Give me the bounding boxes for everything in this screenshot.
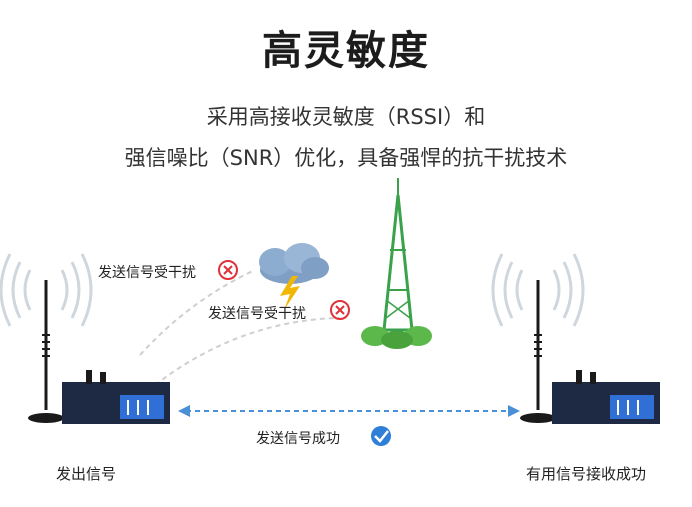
success-arrow [178, 405, 520, 417]
interference-label-1: 发送信号受干扰 [98, 265, 196, 281]
interference-label-2: 发送信号受干扰 [208, 306, 306, 322]
success-label: 发送信号成功 [256, 431, 340, 447]
page-title: 高灵敏度 [262, 28, 430, 74]
cross-icon-2 [330, 300, 350, 320]
receiver-device-icon [520, 280, 660, 424]
subtitle-line-1: 采用高接收灵敏度（RSSI）和 [206, 105, 486, 129]
sender-device-icon [28, 280, 170, 424]
cross-icon-1 [218, 260, 238, 280]
sender-caption: 发出信号 [56, 465, 117, 483]
right-signal-waves [491, 253, 585, 327]
interference-path-1 [139, 269, 256, 356]
receiver-caption: 有用信号接收成功 [526, 465, 647, 483]
left-signal-waves [0, 253, 93, 327]
tower-icon [361, 178, 432, 349]
check-icon [371, 426, 391, 446]
subtitle-line-2: 强信噪比（SNR）优化，具备强悍的抗干扰技术 [124, 146, 568, 170]
interference-path-2 [154, 317, 341, 386]
storm-cloud-icon [259, 243, 329, 310]
